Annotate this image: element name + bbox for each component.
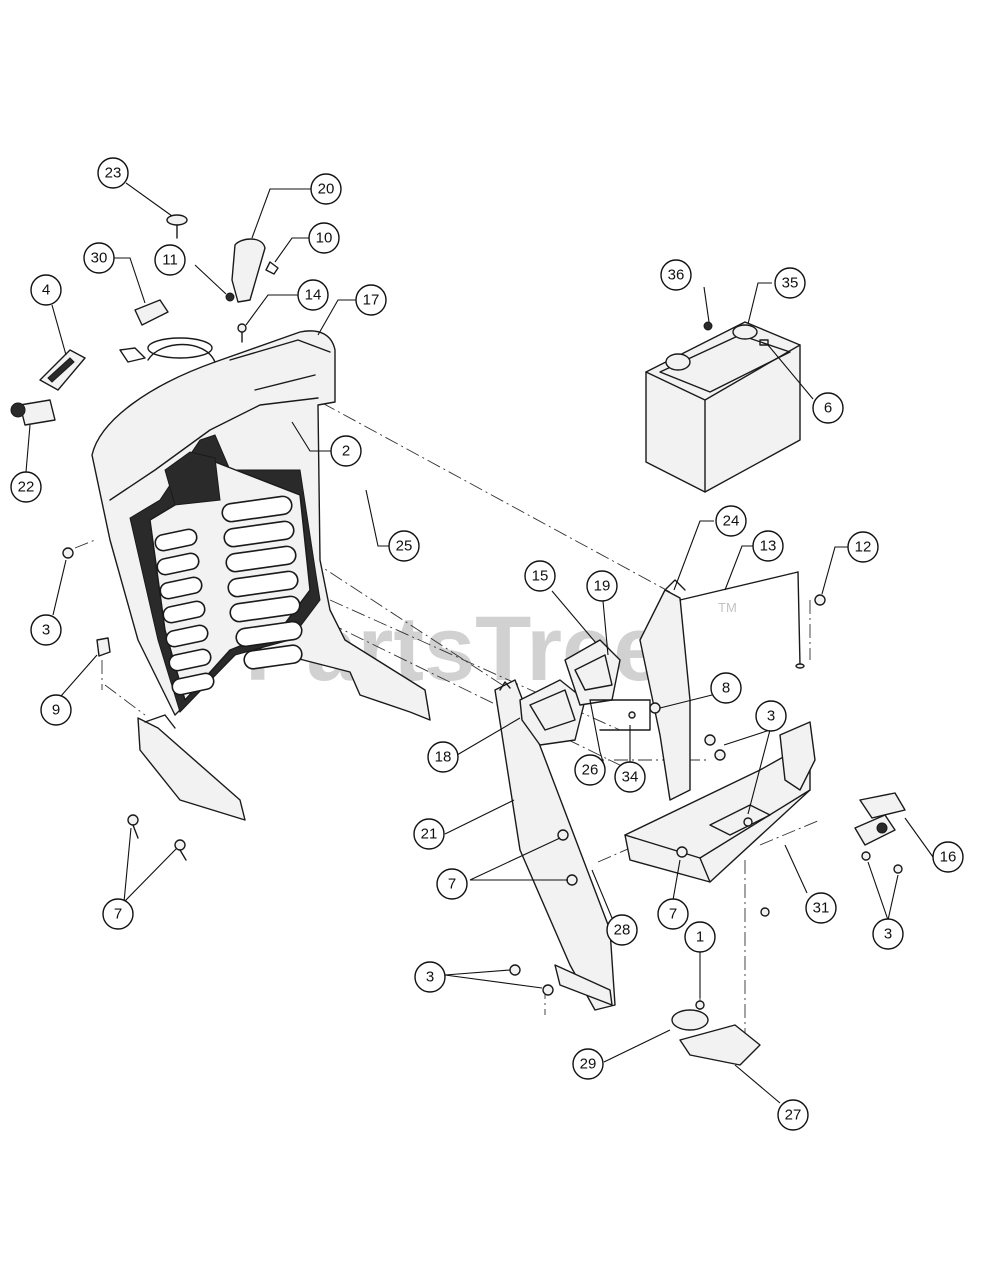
- steering-support-frame: [494, 579, 691, 1011]
- callout-24: 24: [715, 505, 747, 537]
- callout-6: 6: [812, 392, 844, 424]
- callout-34: 34: [614, 761, 646, 793]
- watermark-trademark: TM: [718, 600, 737, 615]
- small-parts-top: [10, 214, 279, 861]
- svg-text:20: 20: [318, 181, 335, 198]
- callout-4: 4: [30, 274, 62, 306]
- callout-30: 30: [83, 242, 115, 274]
- svg-text:12: 12: [855, 539, 872, 556]
- svg-text:14: 14: [305, 287, 322, 304]
- callout-3-left: 3: [30, 614, 62, 646]
- steering-rod: [679, 571, 826, 669]
- callout-3-switch: 3: [872, 918, 904, 950]
- seat-switch: [854, 792, 906, 874]
- callout-18: 18: [427, 741, 459, 773]
- svg-text:27: 27: [785, 1107, 802, 1124]
- svg-text:35: 35: [782, 275, 799, 292]
- svg-text:8: 8: [722, 680, 730, 697]
- svg-text:17: 17: [363, 292, 380, 309]
- callout-13: 13: [752, 530, 784, 562]
- svg-text:29: 29: [580, 1056, 597, 1073]
- svg-text:36: 36: [668, 267, 685, 284]
- callout-25: 25: [388, 530, 420, 562]
- callout-10: 10: [308, 222, 340, 254]
- svg-text:3: 3: [426, 969, 434, 986]
- svg-text:28: 28: [614, 922, 631, 939]
- callout-19: 19: [586, 570, 618, 602]
- svg-text:23: 23: [105, 165, 122, 182]
- hood-front-panel: [91, 330, 431, 821]
- callout-29: 29: [572, 1048, 604, 1080]
- svg-text:25: 25: [396, 538, 413, 555]
- svg-text:21: 21: [421, 826, 438, 843]
- svg-text:16: 16: [940, 849, 957, 866]
- svg-text:1: 1: [696, 929, 704, 946]
- callout-21: 21: [413, 818, 445, 850]
- callout-14: 14: [297, 279, 329, 311]
- svg-text:3: 3: [42, 622, 50, 639]
- svg-text:3: 3: [767, 708, 775, 725]
- svg-text:4: 4: [42, 282, 50, 299]
- callout-26: 26: [574, 754, 606, 786]
- lower-mount-plate: [509, 702, 761, 1066]
- svg-text:7: 7: [669, 906, 677, 923]
- callout-12: 12: [847, 531, 879, 563]
- callout-7-axle: 7: [657, 898, 689, 930]
- svg-text:2: 2: [342, 443, 350, 460]
- callout-1: 1: [684, 921, 716, 953]
- axle-bracket: [624, 721, 816, 917]
- svg-text:10: 10: [316, 230, 333, 247]
- svg-text:7: 7: [448, 876, 456, 893]
- callout-3-bottom: 3: [414, 961, 446, 993]
- svg-text:3: 3: [884, 926, 892, 943]
- callout-17: 17: [355, 284, 387, 316]
- callout-36: 36: [660, 259, 692, 291]
- callout-8: 8: [710, 672, 742, 704]
- callout-31: 31: [805, 892, 837, 924]
- svg-text:7: 7: [114, 906, 122, 923]
- svg-text:22: 22: [18, 479, 35, 496]
- callout-group: 23 20 10 11 30 14 17 4 22 2 25 3 9 7 36 …: [10, 157, 964, 1131]
- callout-28: 28: [606, 914, 638, 946]
- callout-22: 22: [10, 471, 42, 503]
- grille-slots-right: [221, 495, 303, 670]
- callout-27: 27: [777, 1099, 809, 1131]
- battery: [645, 321, 801, 493]
- leader-lines: [25, 182, 934, 1104]
- svg-text:26: 26: [582, 762, 599, 779]
- svg-text:31: 31: [813, 900, 830, 917]
- svg-text:19: 19: [594, 578, 611, 595]
- svg-text:18: 18: [435, 749, 452, 766]
- svg-text:15: 15: [532, 568, 549, 585]
- callout-35: 35: [774, 267, 806, 299]
- svg-text:6: 6: [824, 400, 832, 417]
- svg-text:34: 34: [622, 769, 639, 786]
- callout-15: 15: [524, 560, 556, 592]
- callout-16: 16: [932, 841, 964, 873]
- svg-text:30: 30: [91, 250, 108, 267]
- svg-text:11: 11: [162, 252, 178, 269]
- callout-20: 20: [310, 173, 342, 205]
- headlights: [519, 639, 651, 746]
- svg-text:24: 24: [723, 513, 740, 530]
- svg-text:13: 13: [760, 538, 777, 555]
- callout-9: 9: [40, 694, 72, 726]
- svg-text:9: 9: [52, 702, 60, 719]
- callout-11: 11: [154, 244, 186, 276]
- callout-2: 2: [330, 435, 362, 467]
- callout-7-center: 7: [436, 868, 468, 900]
- callout-3-right: 3: [755, 700, 787, 732]
- callout-23: 23: [97, 157, 129, 189]
- callout-7-left: 7: [102, 898, 134, 930]
- grille-slots-left: [154, 528, 215, 696]
